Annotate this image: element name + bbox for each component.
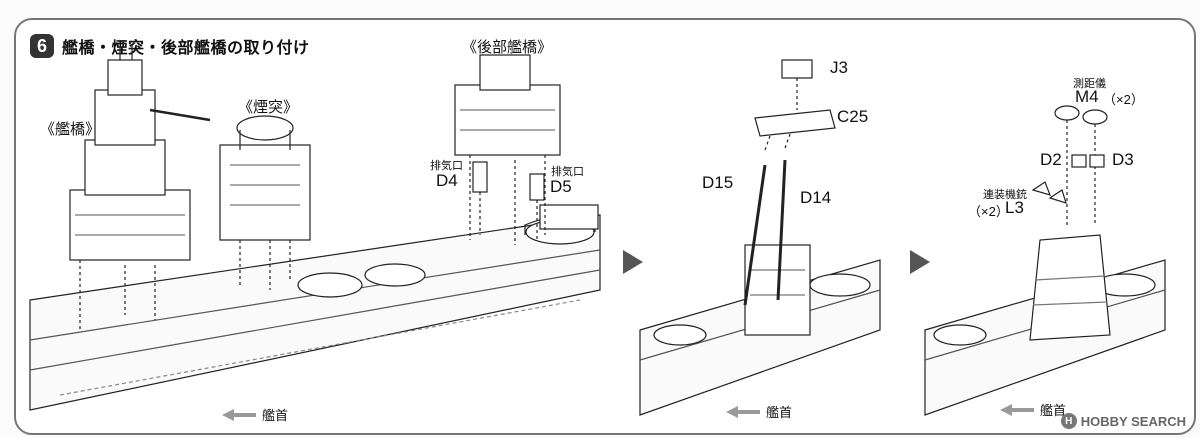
watermark-text: HOBBY SEARCH	[1080, 413, 1186, 429]
exhaust-part-d4	[472, 161, 488, 193]
step-title: 艦橋・煙突・後部艦橋の取り付け	[62, 40, 310, 57]
label-rear-bridge: 《後部艦橋》	[462, 39, 553, 56]
label-bridge: 《艦橋》	[40, 121, 101, 138]
part-label-d2: D2	[1040, 150, 1062, 169]
bow-indicator-1: 艦首	[222, 405, 288, 424]
hull-main	[29, 204, 601, 411]
part-label-d15: D15	[702, 173, 734, 192]
label-funnel: 《煙突》	[238, 99, 299, 116]
part-label-l3: L3	[1005, 198, 1024, 217]
exhaust-caption-right: 排気口	[551, 166, 584, 178]
mg-caption: 連装機銃	[983, 189, 1027, 201]
part-qty-l3: （×2）	[968, 204, 1009, 219]
bow-label: 艦首	[1040, 403, 1067, 418]
step-number: 6	[30, 34, 54, 58]
hull-panel-2	[639, 59, 881, 416]
part-label-d14: D14	[800, 188, 832, 207]
bow-arrow-icon	[222, 408, 256, 421]
part-label-d4: D4	[436, 171, 458, 190]
part-qty-m4: （×2）	[1103, 92, 1144, 107]
part-label-d5: D5	[550, 177, 572, 196]
bridge-tower	[69, 45, 211, 330]
bow-indicator-2: 艦首	[726, 402, 792, 421]
bow-label: 艦首	[262, 408, 289, 423]
step-header: 6 艦橋・煙突・後部艦橋の取り付け	[30, 34, 310, 58]
bow-arrow-icon	[726, 405, 760, 418]
bow-indicator-3: 艦首	[1000, 400, 1066, 419]
next-arrow-2	[910, 250, 930, 274]
part-label-c25: C25	[837, 107, 869, 126]
part-label-j3: J3	[830, 58, 848, 77]
bow-label: 艦首	[766, 405, 793, 420]
exhaust-caption-left: 排気口	[430, 160, 463, 172]
rangefinder-caption: 測距儀	[1073, 78, 1106, 90]
hobby-search-logo-icon: H	[1060, 413, 1077, 429]
part-label-m4: M4	[1075, 87, 1099, 106]
funnel	[219, 115, 311, 290]
rear-bridge	[454, 54, 561, 245]
exhaust-part-d5	[529, 173, 545, 201]
part-label-d3: D3	[1112, 150, 1134, 169]
bow-arrow-icon	[1000, 403, 1034, 416]
watermark: H HOBBY SEARCH	[1060, 413, 1186, 429]
next-arrow-1	[623, 250, 643, 274]
hull-panel-3	[924, 105, 1166, 416]
